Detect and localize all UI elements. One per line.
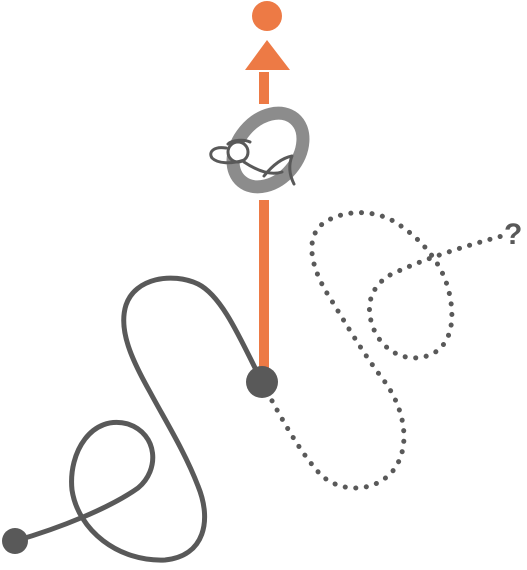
question-mark-label: ? <box>504 218 522 251</box>
dotted-uncertain-path <box>259 210 505 491</box>
solid-past-path <box>12 275 265 563</box>
decision-dot-icon <box>246 366 278 398</box>
person-relaxing-in-ring-icon <box>209 104 316 200</box>
forward-arrow-head <box>245 40 290 70</box>
start-dot-icon <box>2 528 28 554</box>
goal-dot-icon <box>252 1 282 31</box>
